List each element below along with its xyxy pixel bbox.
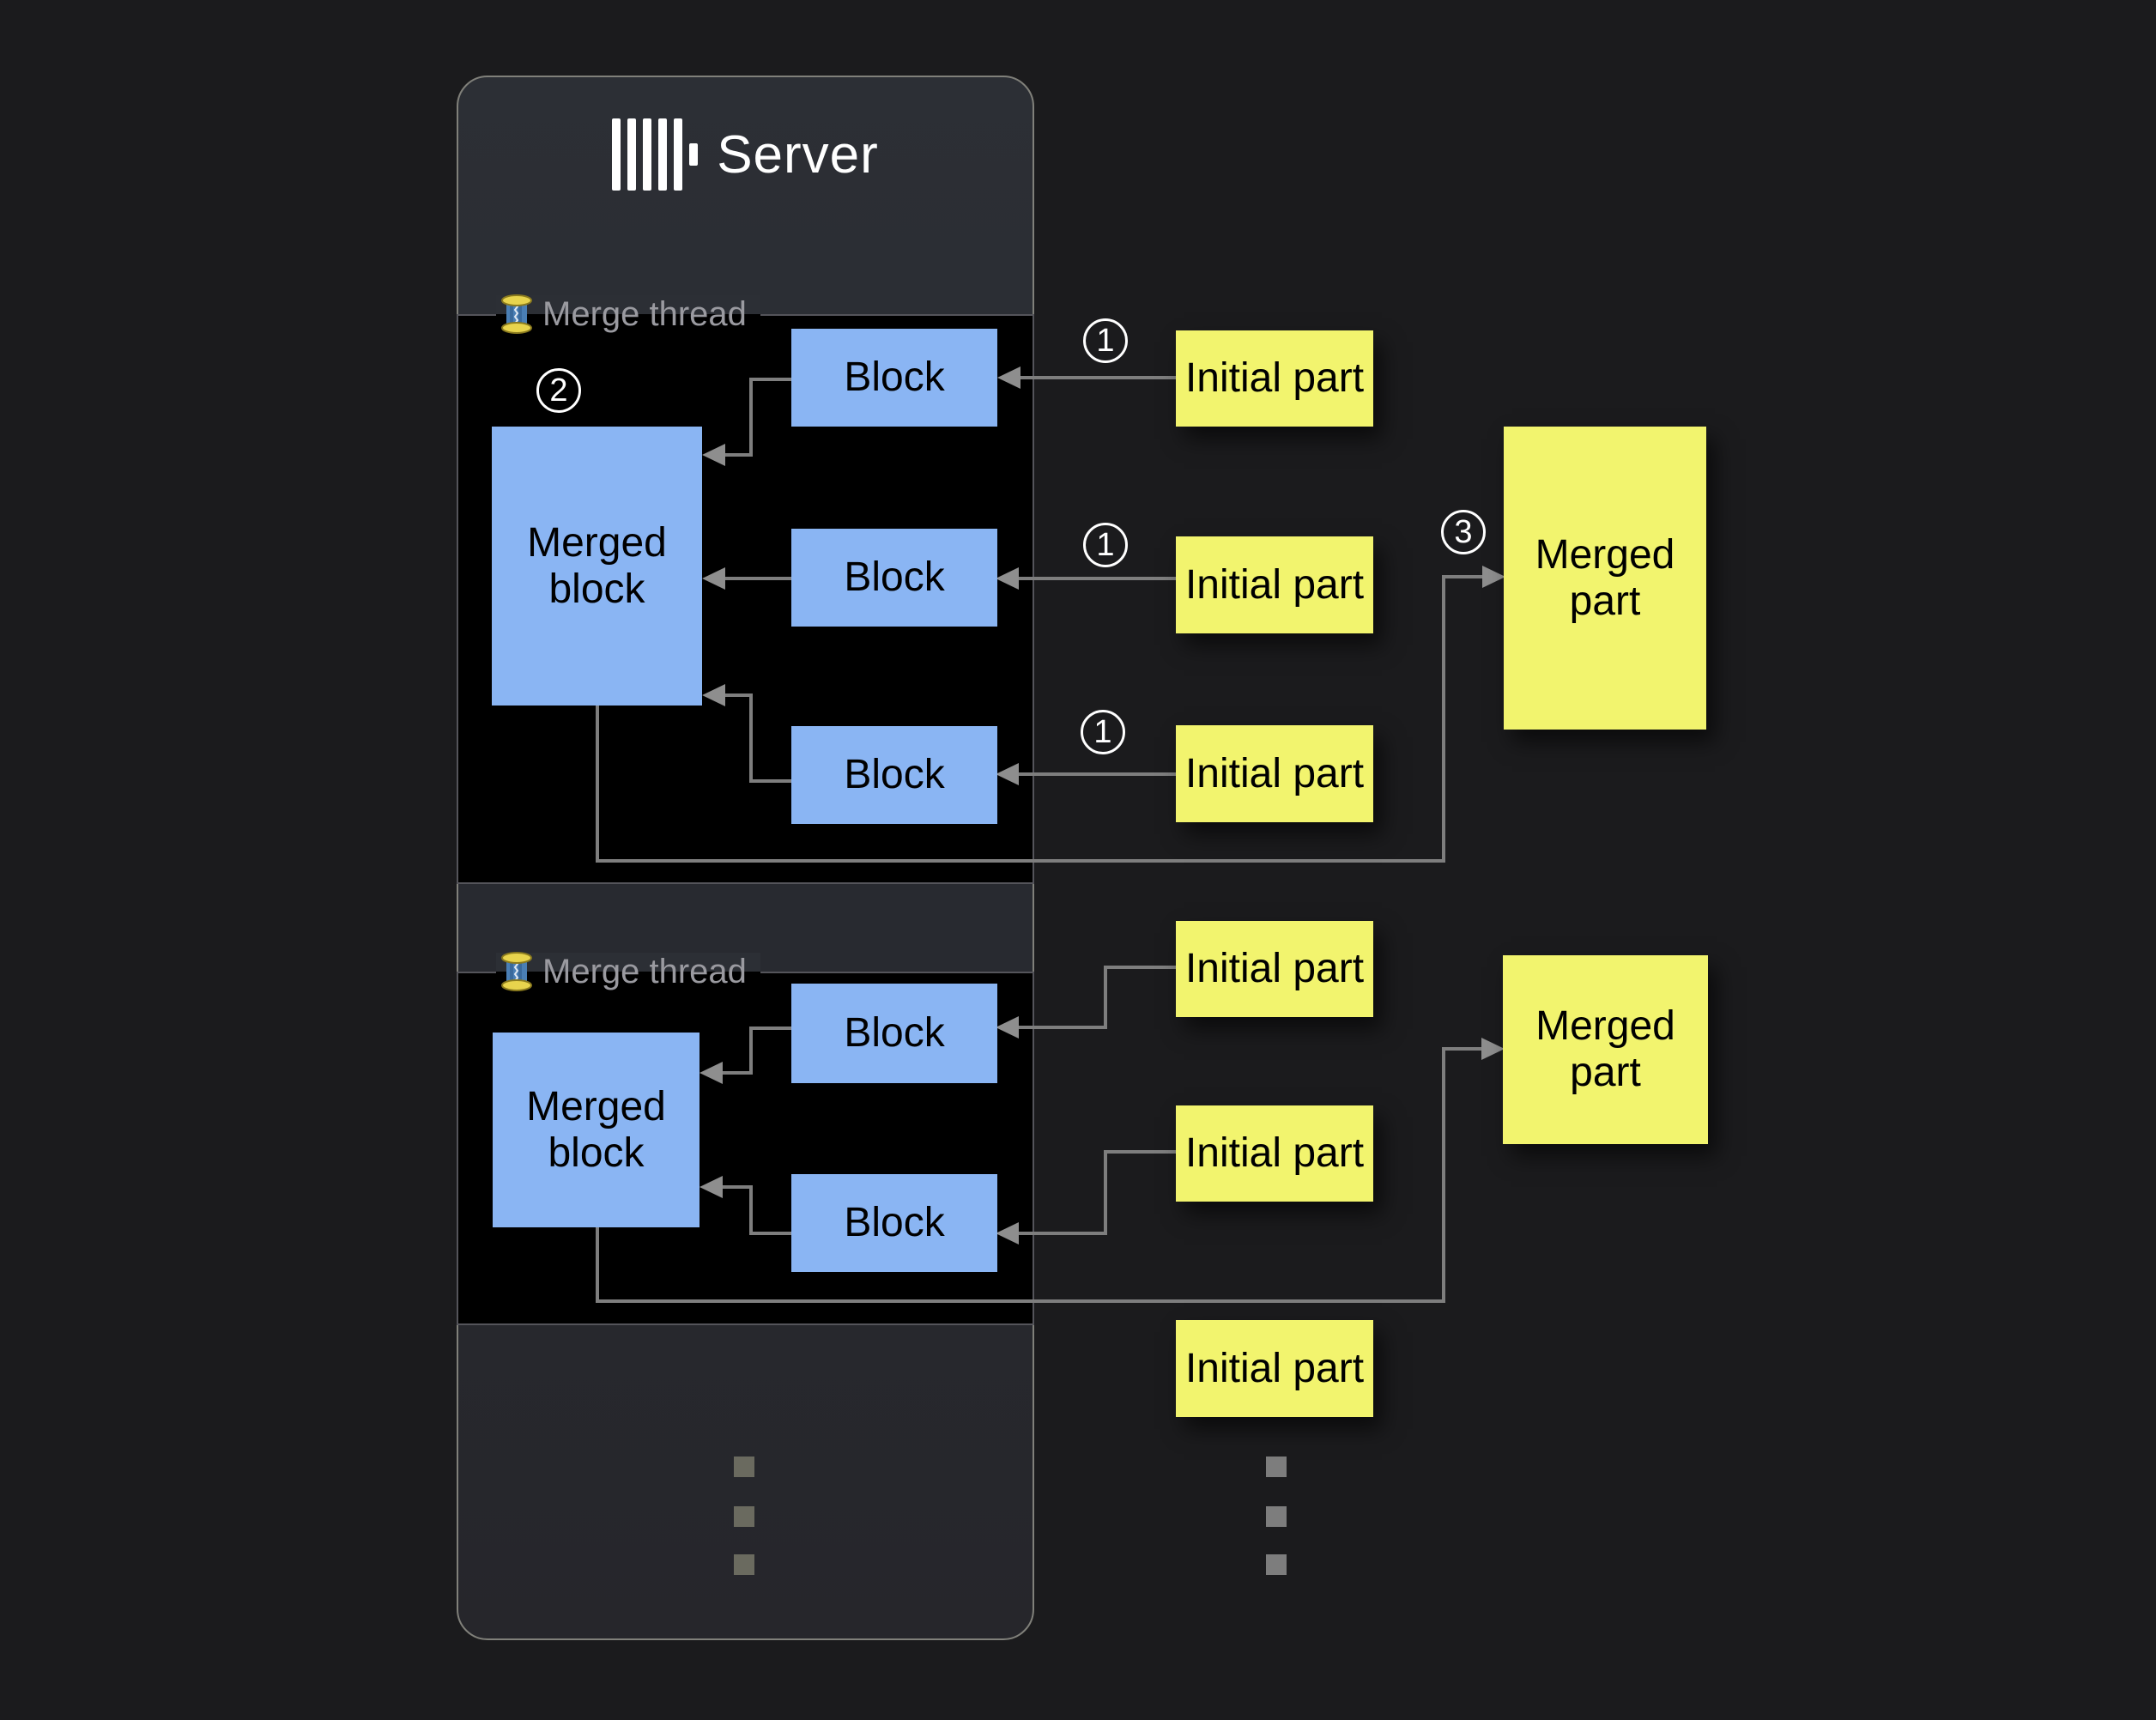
connector-segment <box>1016 577 1176 580</box>
merged-part-node-1: Merged part <box>1504 427 1706 730</box>
connector-segment <box>1105 1150 1176 1154</box>
connector-segment <box>751 779 791 783</box>
connector-segment <box>724 453 753 457</box>
arrowhead-left-icon <box>702 567 725 590</box>
thread-spool-icon <box>501 952 532 991</box>
clickhouse-logo-icon <box>612 118 699 191</box>
initial-part-node-6: Initial part <box>1176 1320 1373 1417</box>
connector-segment <box>596 1299 1445 1303</box>
connector-segment <box>751 1232 791 1235</box>
ellipsis-dot <box>1266 1506 1287 1527</box>
connector-segment <box>1016 772 1176 776</box>
logo-bar <box>658 118 668 191</box>
ellipsis-dot <box>1266 1457 1287 1477</box>
connector-segment <box>596 706 599 863</box>
arrowhead-left-icon <box>699 1062 723 1084</box>
merged-block-node-2: Merged block <box>493 1033 699 1227</box>
block-node-5: Block <box>791 1174 997 1272</box>
merge-thread-label: Merge thread <box>542 294 747 333</box>
connector-segment <box>1445 1047 1482 1051</box>
initial-part-node-2: Initial part <box>1176 536 1373 633</box>
step-badge-1: 1 <box>1083 318 1128 363</box>
connector-segment <box>724 693 753 697</box>
connector-segment <box>749 1027 753 1075</box>
arrowhead-left-icon <box>996 763 1019 785</box>
arrowhead-left-icon <box>996 1016 1019 1039</box>
step-badge-3: 3 <box>1441 510 1486 554</box>
connector-segment <box>596 859 1445 863</box>
connector-segment <box>1018 376 1176 379</box>
merged-block-node-1: Merged block <box>492 427 702 706</box>
merge-thread-legend-2: Merge thread <box>496 952 760 991</box>
connector-segment <box>724 577 791 580</box>
logo-bar <box>674 118 683 191</box>
initial-part-node-5: Initial part <box>1176 1105 1373 1202</box>
arrowhead-right-icon <box>1482 566 1505 588</box>
ellipsis-dot <box>1266 1554 1287 1575</box>
merged-part-node-2: Merged part <box>1503 955 1708 1144</box>
connector-segment <box>1105 966 1176 969</box>
connector-segment <box>749 693 753 783</box>
connector-segment <box>749 1185 753 1235</box>
initial-part-node-1: Initial part <box>1176 330 1373 427</box>
arrowhead-right-icon <box>1481 1038 1505 1060</box>
logo-bar <box>627 118 637 191</box>
connector-segment <box>1445 575 1483 578</box>
block-node-3: Block <box>791 726 997 824</box>
arrowhead-left-icon <box>699 1176 723 1198</box>
block-node-4: Block <box>791 984 997 1083</box>
logo-bar <box>643 118 652 191</box>
merge-thread-legend-1: Merge thread <box>496 294 760 334</box>
block-node-2: Block <box>791 529 997 627</box>
connector-segment <box>1104 1150 1107 1235</box>
thread-spool-icon <box>501 294 532 334</box>
arrowhead-left-icon <box>996 567 1019 590</box>
step-badge-1: 1 <box>1081 710 1125 754</box>
connector-segment <box>1104 966 1107 1029</box>
initial-part-node-3: Initial part <box>1176 725 1373 822</box>
ellipsis-dot <box>734 1554 754 1575</box>
logo-bar-short <box>689 143 699 166</box>
initial-part-node-4: Initial part <box>1176 921 1373 1017</box>
connector-segment <box>1018 1232 1107 1235</box>
merge-thread-label: Merge thread <box>542 952 747 990</box>
connector-segment <box>1442 1047 1445 1303</box>
connector-segment <box>1018 1026 1107 1029</box>
connector-segment <box>749 378 753 457</box>
logo-bar <box>612 118 621 191</box>
ellipsis-dot <box>734 1506 754 1527</box>
connector-segment <box>596 1227 599 1303</box>
arrowhead-left-icon <box>997 366 1020 389</box>
connector-segment <box>722 1185 753 1189</box>
connector-segment <box>751 1027 791 1030</box>
arrowhead-left-icon <box>996 1222 1019 1245</box>
connector-segment <box>722 1071 753 1075</box>
server-header: Server <box>457 110 1034 199</box>
arrowhead-left-icon <box>702 444 725 466</box>
step-badge-2: 2 <box>536 368 581 413</box>
connector-segment <box>751 378 791 381</box>
block-node-1: Block <box>791 329 997 427</box>
step-badge-1: 1 <box>1083 523 1128 567</box>
ellipsis-dot <box>734 1457 754 1477</box>
server-title: Server <box>717 124 879 185</box>
connector-segment <box>1442 575 1445 863</box>
arrowhead-left-icon <box>702 684 725 706</box>
